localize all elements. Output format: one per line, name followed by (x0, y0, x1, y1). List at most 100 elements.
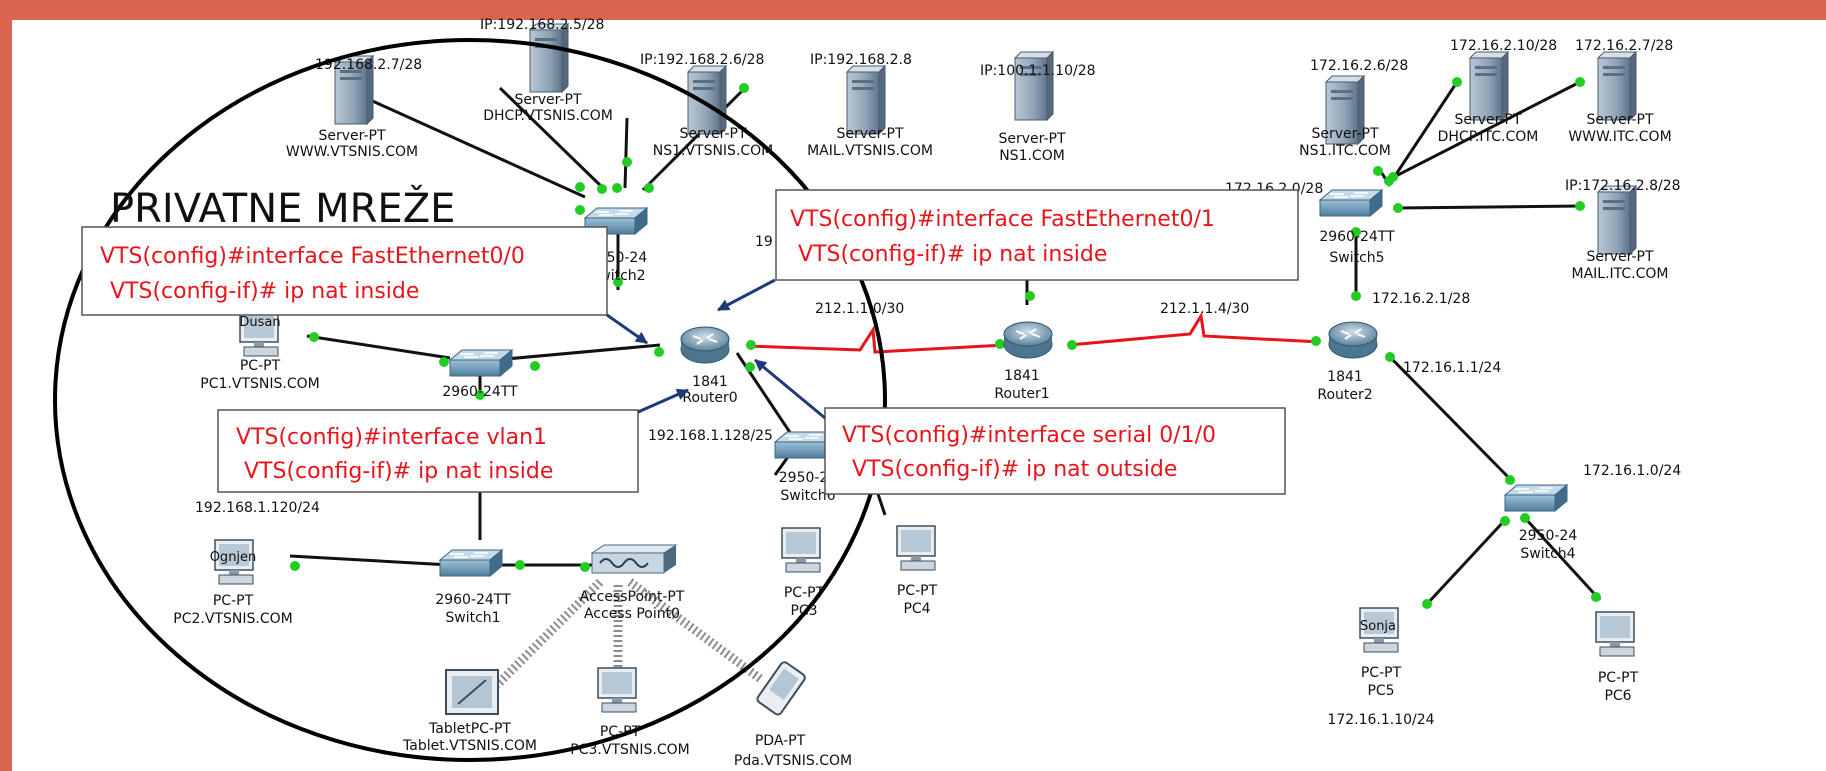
pc1[interactable]: Dusan PC-PT PC1.VTSNIS.COM (200, 311, 320, 392)
wan1-label: 212.1.1.0/30 (815, 301, 904, 317)
device-type-label: TabletPC-PT (428, 721, 511, 737)
network-label: 19 (755, 234, 773, 250)
config-box-fa01: VTS(config)#interface FastEthernet0/1 VT… (775, 189, 1299, 281)
device-name-label: NS1.VTSNIS.COM (653, 143, 774, 159)
device-name-label: DHCP.ITC.COM (1438, 129, 1539, 145)
device-type-label: Server-PT (679, 126, 747, 142)
router-gw-label: 172.16.1.1/24 (1403, 360, 1501, 376)
config-box-vlan1: VTS(config)#interface vlan1 VTS(config-i… (217, 409, 639, 493)
server-www-itc[interactable]: 172.16.2.7/28 Server-PT WWW.ITC.COM (1568, 38, 1673, 145)
router0[interactable]: 1841 Router0 (680, 326, 738, 406)
pc2[interactable]: Ognjen PC-PT PC2.VTSNIS.COM (173, 539, 293, 627)
pc-ip-label: 172.16.1.10/24 (1327, 712, 1434, 728)
pointer-arrows (606, 278, 826, 420)
config-line: VTS(config)#interface FastEthernet0/1 (790, 207, 1215, 232)
device-type-label: Server-PT (1586, 112, 1654, 128)
device-type-label: Server-PT (836, 126, 904, 142)
pc-user-label: Dusan (239, 315, 280, 330)
server-ns1-vtsnis[interactable]: IP:192.168.2.6/28 Server-PT NS1.VTSNIS.C… (640, 52, 773, 159)
device-type-label: Server-PT (1586, 249, 1654, 265)
device-name-label: NS1.ITC.COM (1299, 143, 1391, 159)
network-label: 172.16.1.0/24 (1583, 463, 1681, 479)
switch-name-label: Switch1 (445, 610, 500, 626)
device-name-label: MAIL.ITC.COM (1572, 266, 1669, 282)
pc6[interactable]: PC-PT PC6 (1595, 611, 1639, 704)
pc3-vtsnis[interactable]: PC-PT PC3.VTSNIS.COM (570, 667, 690, 758)
server-mail-itc[interactable]: IP:172.16.2.8/28 Server-PT MAIL.ITC.COM (1565, 178, 1681, 282)
switch4[interactable]: 172.16.1.0/24 2950-24 Switch4 (1504, 463, 1681, 562)
pda[interactable]: PDA-PT Pda.VTSNIS.COM (734, 661, 852, 769)
device-name-label: Pda.VTSNIS.COM (734, 753, 852, 769)
server-ip-label: IP:100.1.1.10/28 (980, 63, 1096, 79)
router1[interactable]: 1841 Router1 (994, 321, 1053, 402)
server-ip-label: 172.16.2.7/28 (1575, 38, 1673, 54)
device-type-label: Server-PT (514, 92, 582, 108)
device-name-label: PC1.VTSNIS.COM (200, 376, 319, 392)
config-line: VTS(config)#interface serial 0/1/0 (842, 423, 1216, 448)
server-ip-label: IP:192.168.2.8 (810, 52, 912, 68)
tablet-pc[interactable]: TabletPC-PT Tablet.VTSNIS.COM (402, 669, 537, 754)
server-ip-label: 192.168.2.7/28 (315, 57, 422, 73)
server-mail-vtsnis[interactable]: IP:192.168.2.8 Server-PT MAIL.VTSNIS.COM (807, 52, 933, 159)
device-name-label: Access Point0 (584, 606, 680, 622)
pc4[interactable]: PC-PT PC4 (896, 525, 938, 617)
switch-model-label: 2960-24TT (1319, 229, 1395, 245)
serial-link-router1-router2 (1068, 311, 1321, 347)
switch6[interactable]: 2950-24 Switch6 (774, 431, 838, 504)
device-name-label: MAIL.VTSNIS.COM (807, 143, 933, 159)
pc-user-label: Sonja (1360, 619, 1396, 634)
device-type-label: Server-PT (1311, 126, 1379, 142)
switch-vlan[interactable]: 2960-24TT (442, 349, 518, 400)
server-ip-label: IP:192.168.2.5/28 (480, 17, 604, 33)
switch-model-label: 2960-24TT (435, 592, 511, 608)
server-dhcp-itc[interactable]: 172.16.2.10/28 Server-PT DHCP.ITC.COM (1438, 38, 1558, 145)
region-title: PRIVATNE MREŽE (110, 184, 455, 232)
device-name-label: PC6 (1604, 688, 1631, 704)
router-model-label: 1841 (1004, 368, 1040, 384)
device-name-label: PC5 (1367, 683, 1394, 699)
config-line: VTS(config)#interface FastEthernet0/0 (100, 244, 525, 269)
device-type-label: AccessPoint-PT (580, 589, 685, 605)
config-box-fa00: VTS(config)#interface FastEthernet0/0 VT… (81, 226, 608, 316)
server-ip-label: 172.16.2.6/28 (1310, 58, 1408, 74)
server-www-vtsnis[interactable]: 192.168.2.7/28 Server-PT WWW.VTSNIS.COM (286, 55, 422, 160)
device-name-label: PC2.VTSNIS.COM (173, 611, 292, 627)
device-type-label: PC-PT (213, 593, 254, 609)
device-type-label: Server-PT (318, 128, 386, 144)
device-type-label: PC-PT (897, 583, 938, 599)
device-type-label: PC-PT (1598, 670, 1639, 686)
diagram-background (12, 20, 1826, 771)
access-point0[interactable]: AccessPoint-PT Access Point0 (580, 544, 685, 622)
device-type-label: Server-PT (1454, 112, 1522, 128)
router-name-label: Router0 (682, 390, 737, 406)
device-name-label: DHCP.VTSNIS.COM (483, 108, 613, 124)
server-ip-label: 172.16.2.10/28 (1450, 38, 1557, 54)
device-name-label: PC4 (903, 601, 930, 617)
switch-name-label: Switch4 (1520, 546, 1575, 562)
config-box-s010: VTS(config)#interface serial 0/1/0 VTS(c… (824, 407, 1286, 495)
device-type-label: PDA-PT (755, 733, 806, 749)
lan128-label: 192.168.1.128/25 (648, 428, 773, 444)
server-dhcp-vtsnis[interactable]: IP:192.168.2.5/28 Server-PT DHCP.VTSNIS.… (480, 17, 613, 124)
pc5[interactable]: Sonja PC-PT PC5 172.16.1.10/24 (1327, 607, 1435, 728)
switch1[interactable]: 2960-24TT Switch1 (435, 549, 511, 626)
config-line: VTS(config-if)# ip nat inside (110, 279, 419, 304)
device-name-label: WWW.VTSNIS.COM (286, 144, 418, 160)
router2[interactable]: 172.16.2.1/28 172.16.1.1/24 1841 Router2 (1317, 291, 1501, 403)
server-ip-label: IP:192.168.2.6/28 (640, 52, 764, 68)
config-line: VTS(config-if)# ip nat inside (244, 459, 553, 484)
serial-link-router0-router1 (746, 325, 1006, 354)
port-indicators (290, 77, 1601, 609)
router-name-label: Router2 (1317, 387, 1372, 403)
switch-model-label: 2950-24 (779, 470, 838, 486)
router-gw-label: 172.16.2.1/28 (1372, 291, 1470, 307)
server-ns1-itc[interactable]: 172.16.2.6/28 Server-PT NS1.ITC.COM (1299, 58, 1408, 159)
config-line: VTS(config-if)# ip nat outside (852, 457, 1177, 482)
device-name-label: WWW.ITC.COM (1568, 129, 1671, 145)
device-name-label: NS1.COM (999, 148, 1065, 164)
device-type-label: PC-PT (600, 724, 641, 740)
top-title-strip (0, 0, 1826, 20)
server-ip-label: IP:172.16.2.8/28 (1565, 178, 1681, 194)
device-type-label: Server-PT (998, 131, 1066, 147)
